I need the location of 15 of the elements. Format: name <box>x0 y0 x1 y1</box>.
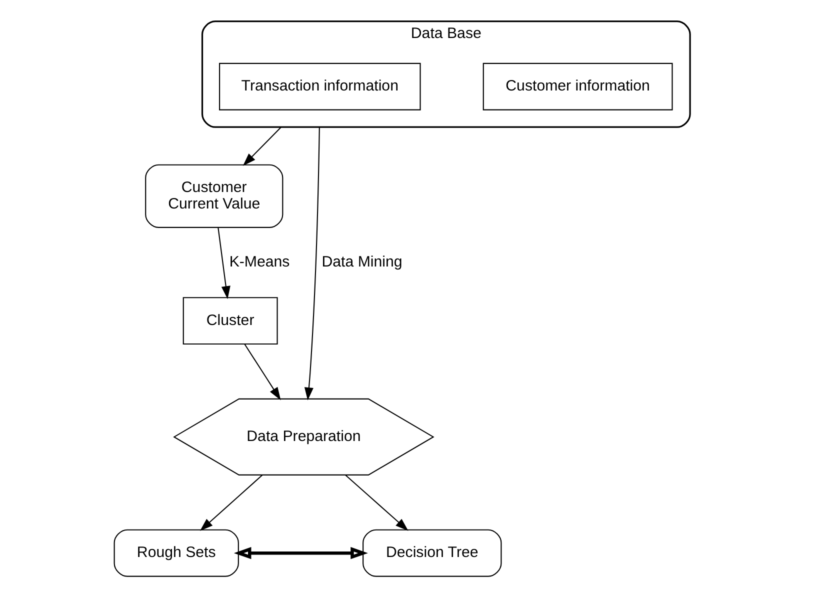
arrow <box>218 227 230 300</box>
arrow <box>242 126 282 166</box>
node-box: Transaction information <box>219 62 421 110</box>
arrow <box>304 127 320 400</box>
arrow <box>244 344 281 400</box>
arrow <box>234 547 368 560</box>
edge-label: Data Mining <box>322 254 402 271</box>
node-box: Decision Tree <box>362 529 502 577</box>
node-box: Rough Sets <box>114 529 239 577</box>
node-box: Cluster <box>182 297 278 345</box>
node-box: Customer Current Value <box>145 164 284 228</box>
arrow <box>200 474 263 531</box>
node-box: Customer information <box>482 62 673 110</box>
edge-label: K-Means <box>229 254 290 271</box>
arrow <box>345 474 408 531</box>
